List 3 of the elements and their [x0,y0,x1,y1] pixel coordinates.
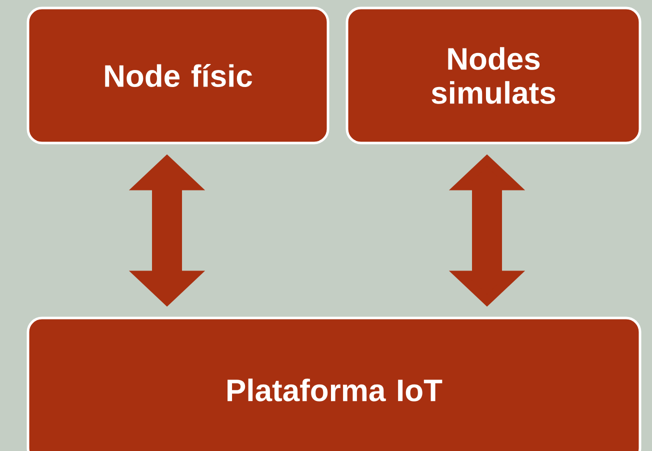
process-box: Plataforma IoT [26,316,642,451]
process-box: Nodes simulats [346,6,642,144]
process-box: Node físic [26,6,330,144]
